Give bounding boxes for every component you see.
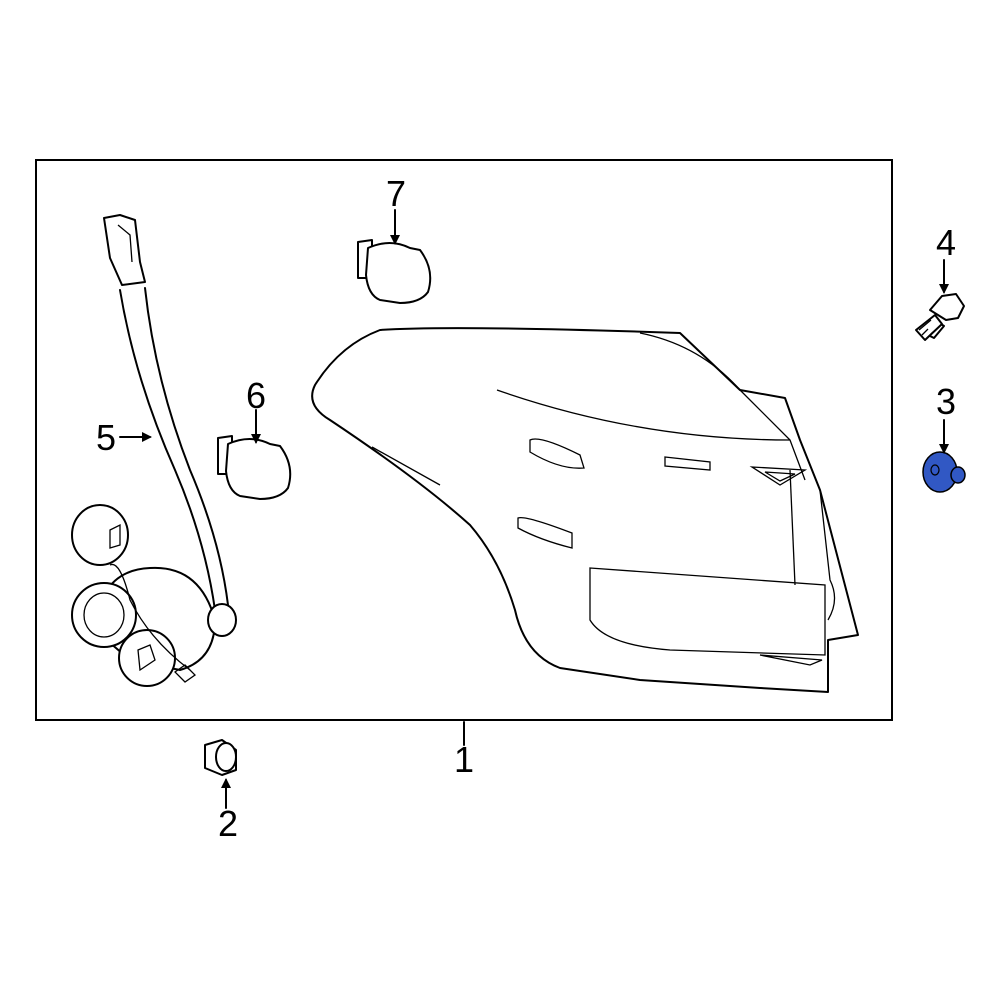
leader-lines: [119, 209, 949, 809]
bulb-part-7[interactable]: [357, 239, 432, 304]
callout-1: 1: [454, 739, 474, 780]
clip-part-3[interactable]: [922, 451, 966, 493]
callout-5: 5: [96, 417, 116, 458]
callout-7: 7: [386, 173, 406, 214]
assembly-frame: [35, 159, 893, 721]
tail-lamp-part[interactable]: [311, 327, 859, 693]
callout-6: 6: [246, 375, 266, 416]
socket-harness-part[interactable]: [71, 214, 237, 687]
callout-4: 4: [936, 222, 956, 263]
callout-3: 3: [936, 381, 956, 422]
bolt-part-4[interactable]: [915, 293, 965, 341]
callout-2: 2: [218, 803, 238, 844]
bulb-part-6[interactable]: [217, 435, 292, 500]
nut-part-2[interactable]: [204, 739, 237, 776]
